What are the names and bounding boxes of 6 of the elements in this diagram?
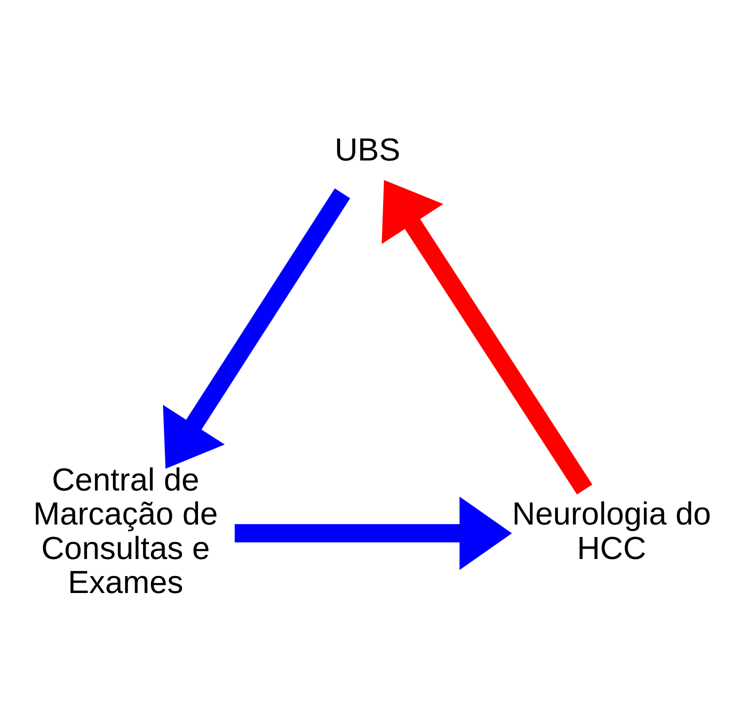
node-text: UBS — [334, 132, 400, 168]
arrow — [234, 496, 512, 570]
node-text: Central de Marcação de Consultas e Exames — [33, 461, 218, 600]
arrow — [382, 180, 592, 494]
node-text: Neurologia do HCC — [512, 496, 712, 566]
arrow — [162, 188, 350, 469]
